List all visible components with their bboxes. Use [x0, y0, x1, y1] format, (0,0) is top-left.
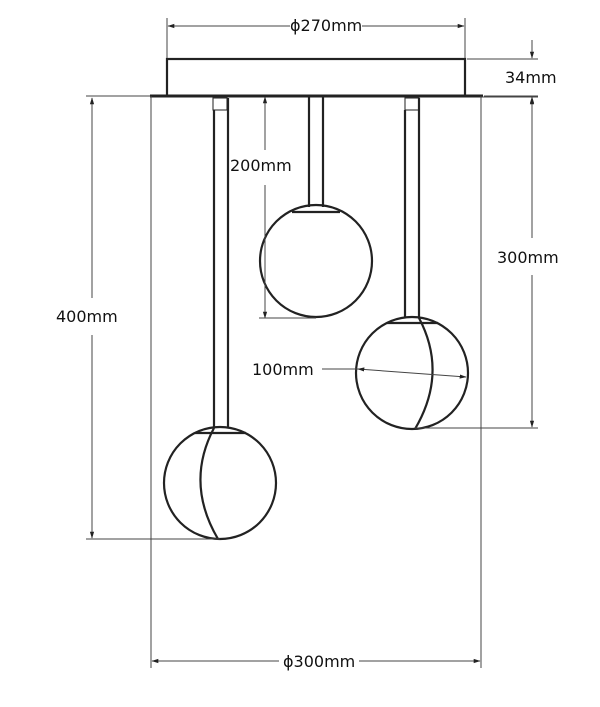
globe-diameter-dimension	[322, 367, 467, 379]
overall-diameter-label: ϕ300mm	[279, 653, 360, 671]
globe-diameter-label: 100mm	[252, 360, 314, 379]
medium-drop-dimension	[415, 96, 538, 429]
short-drop-dimension	[259, 96, 316, 319]
long-drop-dimension	[86, 95, 220, 540]
medium-drop-label: 300mm	[497, 248, 559, 267]
pendant-long	[162, 97, 278, 541]
short-drop-label: 200mm	[230, 156, 292, 175]
long-drop-label: 400mm	[56, 307, 118, 326]
canopy-height-label: 34mm	[505, 68, 557, 87]
canopy-diameter-label: ϕ270mm	[290, 16, 363, 35]
pendant-short	[258, 96, 374, 319]
canopy	[150, 57, 483, 98]
